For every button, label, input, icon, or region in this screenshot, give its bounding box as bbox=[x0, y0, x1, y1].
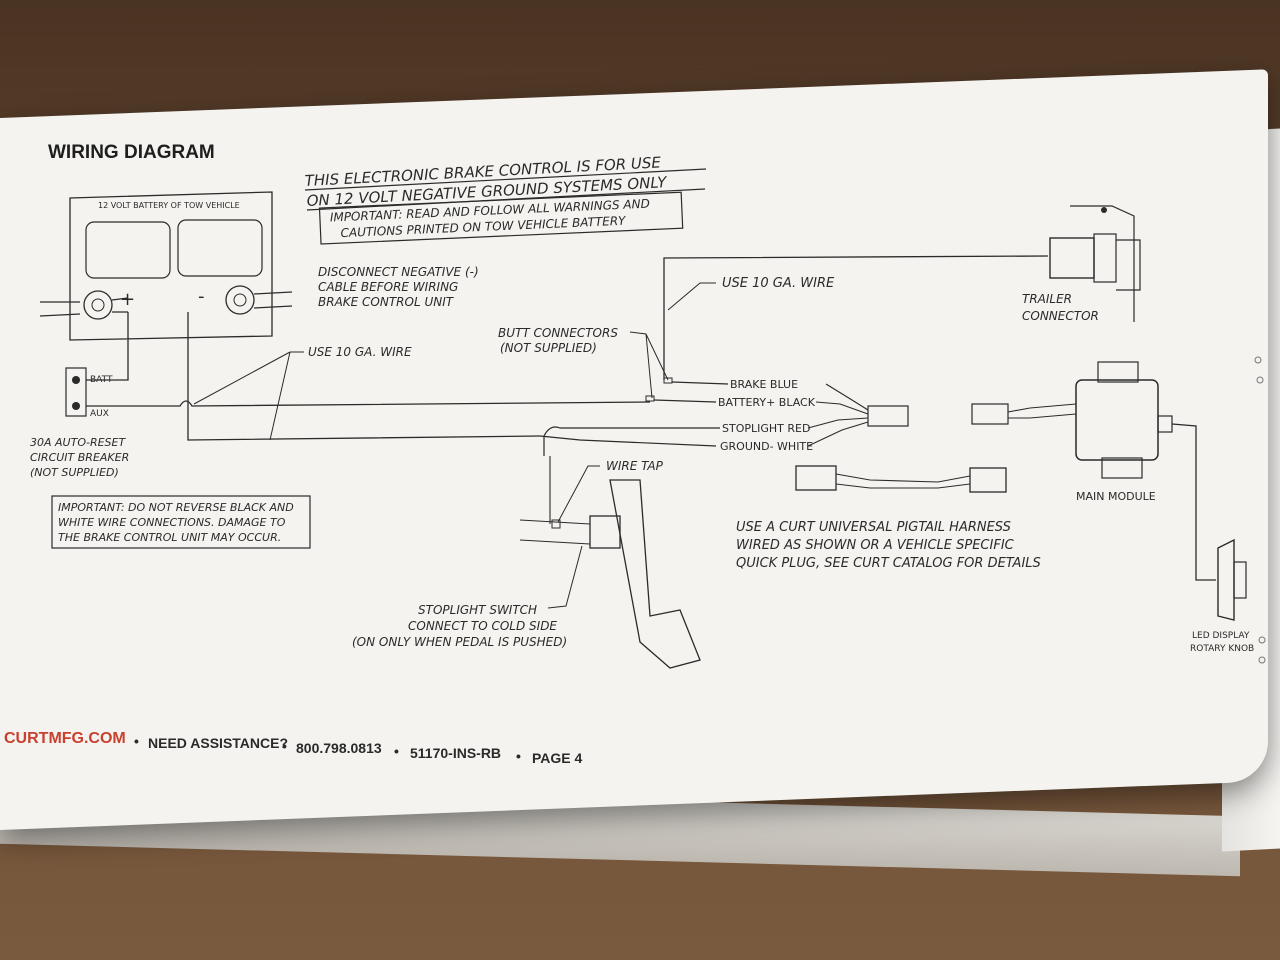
universal-pigtail-harness bbox=[795, 465, 1007, 493]
use-wire-left-label: USE 10 GA. WIRE bbox=[308, 345, 412, 359]
module-cable bbox=[1007, 403, 1077, 419]
footer: CURTMFG.COM • NEED ASSISTANCE? • 800.798… bbox=[4, 730, 583, 766]
stoplight-switch-leader bbox=[547, 545, 583, 609]
use-wire-top-label: USE 10 GA. WIRE bbox=[722, 276, 835, 291]
breaker-aux-label: AUX bbox=[90, 409, 109, 419]
module-plug bbox=[971, 403, 1009, 425]
wire-label-battery-black: BATTERY+ BLACK bbox=[718, 396, 816, 409]
trailer-connector-label-1: TRAILER bbox=[1022, 292, 1072, 306]
footer-bullet-3: • bbox=[394, 743, 399, 759]
display-cable bbox=[1171, 423, 1216, 581]
battery-plus-sign: + bbox=[120, 289, 135, 310]
pigtail-note-3: QUICK PLUG, SEE CURT CATALOG FOR DETAILS bbox=[736, 556, 1041, 571]
important-wiring-line-1: IMPORTANT: DO NOT REVERSE BLACK AND bbox=[58, 501, 294, 514]
wire-run-stoplight bbox=[543, 426, 720, 456]
footer-phone: 800.798.0813 bbox=[296, 740, 382, 756]
brake-pedal bbox=[609, 479, 701, 669]
footer-bullet-2: • bbox=[282, 738, 287, 754]
important-wiring-line-3: THE BRAKE CONTROL UNIT MAY OCCUR. bbox=[58, 531, 281, 544]
circuit-breaker: BATT AUX bbox=[65, 367, 113, 419]
positive-terminal bbox=[83, 290, 113, 320]
trailer-connector-label-2: CONNECTOR bbox=[1022, 309, 1099, 323]
footer-bullet-1: • bbox=[134, 733, 139, 749]
important-wiring-line-2: WHITE WIRE CONNECTIONS. DAMAGE TO bbox=[58, 516, 286, 529]
booklet-binding bbox=[1254, 356, 1266, 664]
breaker-label-3: (NOT SUPPLIED) bbox=[30, 466, 119, 479]
wire-run-ground bbox=[539, 435, 717, 447]
wire-tap bbox=[551, 519, 561, 529]
wire-label-ground-white: GROUND- WHITE bbox=[720, 440, 813, 453]
wire-run-battery bbox=[653, 399, 717, 403]
pigtail-note-2: WIRED AS SHOWN OR A VEHICLE SPECIFIC bbox=[736, 538, 1015, 553]
footer-code: 51170-INS-RB bbox=[410, 745, 501, 761]
stoplight-switch-label-1: STOPLIGHT SWITCH bbox=[418, 603, 537, 617]
diagram-title: WIRING DIAGRAM bbox=[48, 142, 215, 163]
pigtail-plug bbox=[867, 405, 909, 427]
breaker-label-2: CIRCUIT BREAKER bbox=[30, 451, 129, 464]
breaker-label-1: 30A AUTO-RESET bbox=[30, 436, 126, 449]
butt-connectors-label-1: BUTT CONNECTORS bbox=[498, 326, 618, 340]
battery: 12 VOLT BATTERY OF TOW VEHICLE + - bbox=[39, 191, 293, 341]
footer-brand: CURTMFG.COM bbox=[4, 730, 126, 747]
header-underline-1 bbox=[304, 168, 707, 191]
wire-ground-white bbox=[187, 312, 541, 441]
use-wire-top-leader bbox=[667, 282, 716, 311]
wire-tap-leader bbox=[557, 465, 600, 523]
wire-battery-to-breaker bbox=[86, 312, 129, 381]
stoplight-switch-label-3: (ON ONLY WHEN PEDAL IS PUSHED) bbox=[352, 635, 567, 649]
butt-connector-blue bbox=[663, 377, 673, 384]
wire-tap-label: WIRE TAP bbox=[606, 459, 664, 473]
led-display-label-2: ROTARY KNOB bbox=[1190, 644, 1254, 654]
led-display-label-1: LED DISPLAY bbox=[1192, 631, 1250, 641]
main-module bbox=[1075, 361, 1173, 479]
disconnect-note-1: DISCONNECT NEGATIVE (-) bbox=[318, 265, 479, 279]
disconnect-note-3: BRAKE CONTROL UNIT bbox=[318, 295, 455, 309]
stoplight-switch bbox=[589, 515, 621, 549]
disconnect-note-2: CABLE BEFORE WIRING bbox=[318, 280, 458, 294]
pigtail-note-1: USE A CURT UNIVERSAL PIGTAIL HARNESS bbox=[736, 520, 1011, 535]
wire-label-brake-blue: BRAKE BLUE bbox=[730, 378, 798, 391]
footer-page: PAGE 4 bbox=[532, 750, 583, 766]
wire-trailer-brake bbox=[663, 255, 1049, 380]
butt-connectors-leader bbox=[629, 331, 669, 399]
butt-connector-black bbox=[645, 395, 655, 402]
wire-battery-black bbox=[86, 400, 651, 407]
use-wire-left-leader bbox=[193, 351, 304, 441]
negative-terminal bbox=[225, 285, 255, 315]
butt-connectors-label-2: (NOT SUPPLIED) bbox=[500, 341, 597, 355]
main-module-label: MAIN MODULE bbox=[1076, 490, 1156, 503]
wire-label-stoplight-red: STOPLIGHT RED bbox=[722, 422, 810, 435]
stoplight-switch-label-2: CONNECT TO COLD SIDE bbox=[408, 619, 557, 633]
battery-minus-sign: - bbox=[198, 286, 205, 307]
pigtail-fanout bbox=[807, 383, 869, 447]
trailer-connector bbox=[1049, 205, 1141, 322]
wire-run-brake bbox=[671, 381, 729, 385]
stoplight-feed-wires bbox=[519, 456, 591, 545]
important-wiring-box: IMPORTANT: DO NOT REVERSE BLACK AND WHIT… bbox=[51, 495, 311, 549]
footer-bullet-4: • bbox=[516, 748, 521, 764]
led-rotary-knob bbox=[1217, 538, 1247, 621]
battery-label: 12 VOLT BATTERY OF TOW VEHICLE bbox=[98, 201, 240, 210]
footer-assistance: NEED ASSISTANCE? bbox=[148, 735, 288, 751]
